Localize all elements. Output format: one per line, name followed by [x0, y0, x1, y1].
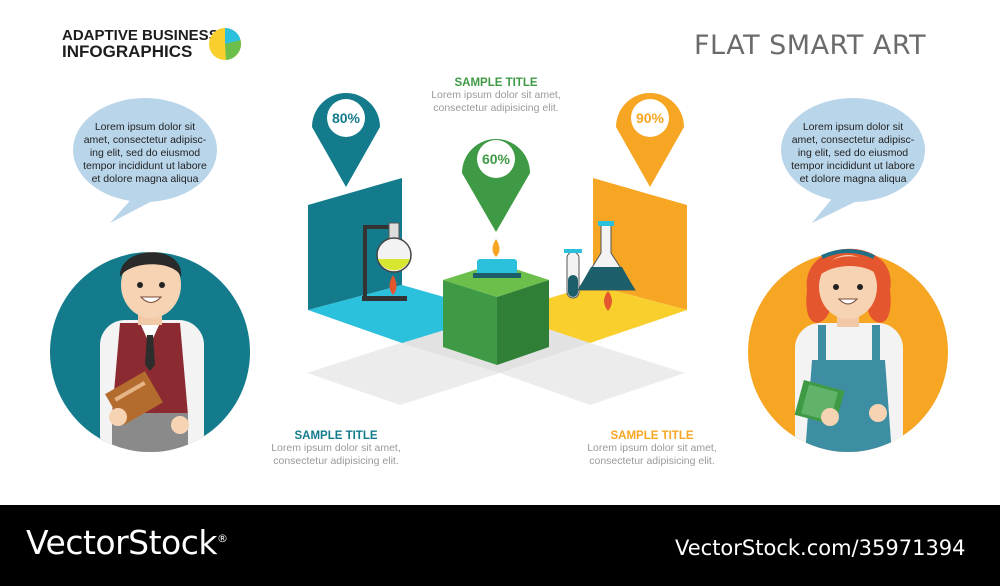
speech-bubble-right: [781, 98, 925, 202]
section-left: SAMPLE TITLE Lorem ipsum dolor sit amet,…: [236, 430, 446, 468]
section-left-line1: Lorem ipsum dolor sit amet,: [271, 442, 401, 454]
logo-line2: INFOGRAPHICS: [62, 42, 193, 61]
floor-tile-left: [307, 343, 500, 405]
bubble-left-line: Lorem ipsum dolor sit: [94, 121, 196, 133]
section-right-title: SAMPLE TITLE: [610, 430, 694, 442]
logo-text: ADAPTIVE BUSINESS INFOGRAPHICS: [62, 27, 219, 61]
page-title: FLAT SMART ART: [694, 30, 927, 61]
pin-label-bg-60: [477, 140, 515, 178]
cube-top: [443, 263, 549, 297]
section-top-line1: Lorem ipsum dolor sit amet,: [431, 89, 561, 101]
footer-brand: VectorStock®: [26, 523, 228, 562]
section-left-line2: consectetur adipisicing elit.: [273, 455, 399, 467]
teal-wall: [308, 178, 402, 310]
section-top-line2: consectetur adipisicing elit.: [433, 102, 559, 114]
bubble-left-line: ing elit, sed do eiusmod: [89, 147, 201, 159]
logo-line1: ADAPTIVE BUSINESS: [62, 27, 219, 44]
isometric-diagram: 80% 60% 90%: [307, 92, 687, 405]
section-right-line2: consectetur adipisicing elit.: [589, 455, 715, 467]
bubble-right-line: et dolore magna aliqua: [799, 173, 907, 185]
bubble-right-line: amet, consectetur adipisc-: [791, 134, 915, 146]
registered-mark: ®: [217, 532, 228, 545]
cube-left-face: [443, 280, 497, 365]
bubble-right-line: ing elit, sed do eiusmod: [797, 147, 909, 159]
pin-label-90: 90%: [636, 110, 665, 126]
bubble-right-line: Lorem ipsum dolor sit: [802, 121, 904, 133]
section-top: SAMPLE TITLE Lorem ipsum dolor sit amet,…: [396, 77, 606, 115]
footer-brand-text: VectorStock: [26, 523, 218, 562]
flask-stand-icon: [362, 222, 412, 301]
footer-image-id: VectorStock.com/35971394: [675, 536, 966, 560]
logo-pie-icon: [209, 27, 242, 60]
cube-right-face: [497, 280, 549, 365]
pin-label-bg-80: [327, 99, 365, 137]
bubble-left-line: amet, consectetur adipisc-: [83, 134, 207, 146]
section-right-line1: Lorem ipsum dolor sit amet,: [587, 442, 717, 454]
burner-icon: [477, 259, 517, 277]
bubble-text-left: Lorem ipsum dolor sit amet, consectetur …: [70, 121, 220, 186]
section-left-title: SAMPLE TITLE: [294, 430, 378, 442]
bubble-left-line: tempor incididunt ut labore: [83, 160, 207, 172]
pin-label-80: 80%: [332, 110, 361, 126]
pin-label-bg-90: [631, 99, 669, 137]
footer-bar: [0, 505, 1000, 586]
bubble-right-line: tempor incididunt ut labore: [791, 160, 915, 172]
bubble-left-line: et dolore magna aliqua: [91, 173, 199, 185]
floor-tile-right: [500, 343, 685, 405]
speech-bubble-left: [73, 98, 217, 202]
test-tube-flask-icon: [564, 221, 636, 311]
section-top-title: SAMPLE TITLE: [454, 77, 538, 89]
pin-label-60: 60%: [482, 151, 511, 167]
student-boy-figure: [50, 98, 250, 452]
student-girl-figure: [748, 98, 948, 452]
section-right: SAMPLE TITLE Lorem ipsum dolor sit amet,…: [552, 430, 762, 468]
bubble-text-right: Lorem ipsum dolor sit amet, consectetur …: [778, 121, 928, 186]
